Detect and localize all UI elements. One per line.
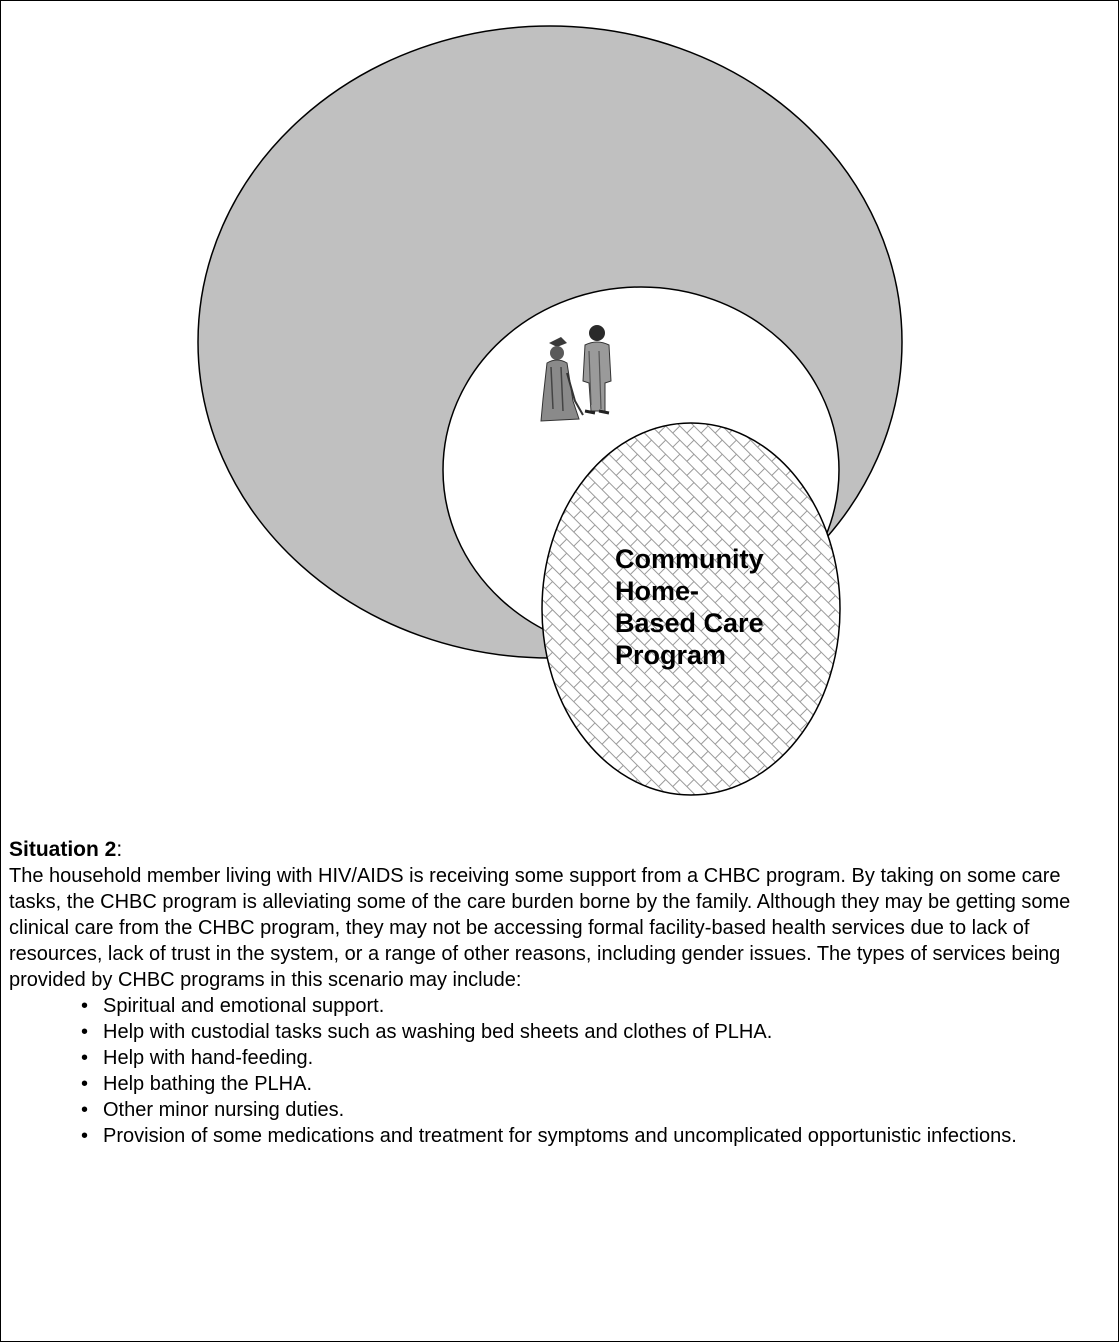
list-item: Help with hand-feeding. bbox=[81, 1045, 1109, 1071]
situation-heading: Situation 2: bbox=[9, 837, 1109, 863]
list-item: Spiritual and emotional support. bbox=[81, 993, 1109, 1019]
situation-title: Situation 2 bbox=[9, 838, 117, 861]
situation-text: Situation 2: The household member living… bbox=[9, 837, 1109, 1149]
services-list: Spiritual and emotional support. Help wi… bbox=[9, 993, 1109, 1149]
list-item: Other minor nursing duties. bbox=[81, 1097, 1109, 1123]
list-item: Help bathing the PLHA. bbox=[81, 1071, 1109, 1097]
list-item: Help with custodial tasks such as washin… bbox=[81, 1019, 1109, 1045]
two-people-icon bbox=[540, 325, 612, 422]
situation-paragraph: The household member living with HIV/AID… bbox=[9, 865, 1071, 991]
program-label-line: Based Care bbox=[615, 608, 764, 638]
program-label: Community Home- Based Care Program bbox=[615, 543, 764, 671]
program-label-line: Program bbox=[615, 640, 727, 670]
program-label-line: Community bbox=[615, 544, 764, 574]
care-circles-diagram bbox=[197, 25, 903, 796]
program-label-line: Home- bbox=[615, 576, 700, 606]
list-item: Provision of some medications and treatm… bbox=[81, 1123, 1109, 1149]
situation-title-suffix: : bbox=[116, 838, 123, 861]
program-ellipse bbox=[541, 422, 841, 796]
